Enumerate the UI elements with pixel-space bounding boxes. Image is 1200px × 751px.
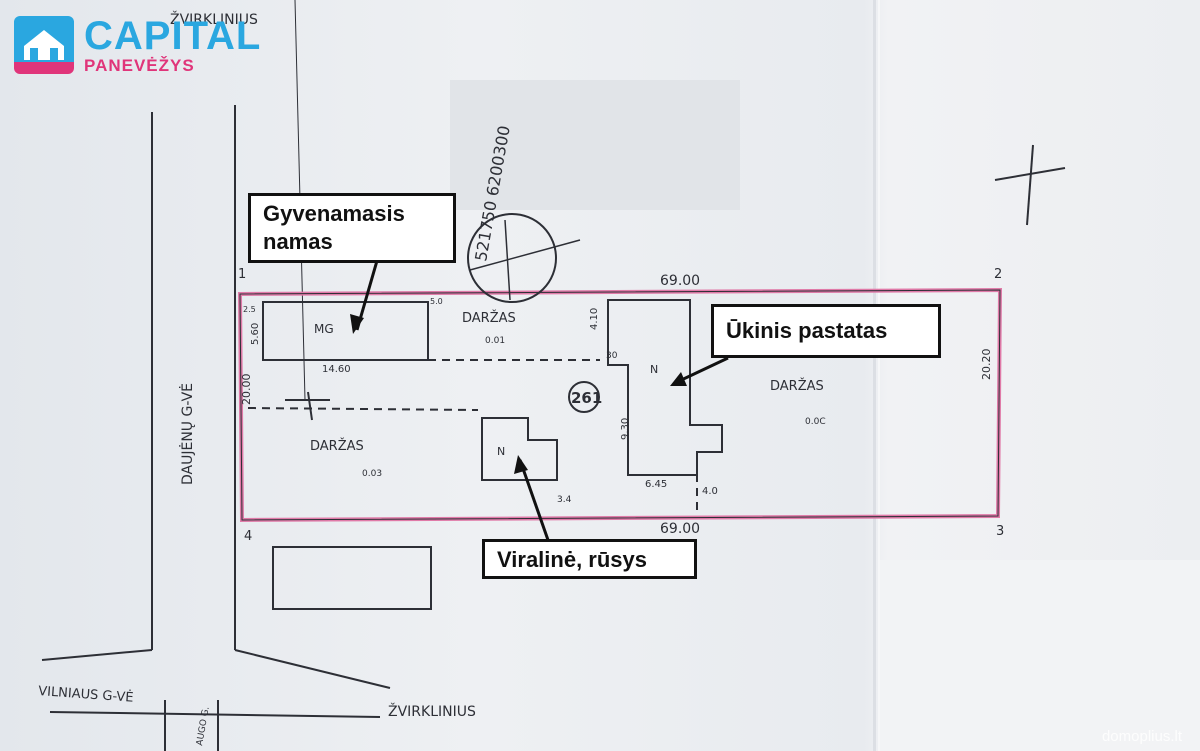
garden-dividers <box>247 359 698 512</box>
dim-house-length: 14.60 <box>322 364 351 375</box>
callout-house: Gyvenamasis namas <box>248 193 456 263</box>
street-label-bottom: ŽVIRKLINIUS <box>388 702 476 720</box>
arrowhead-house <box>350 314 364 334</box>
cellar-outline <box>481 417 558 481</box>
dim-misc: 30 <box>606 351 618 361</box>
shed-outline <box>607 299 723 476</box>
callout-shed: Ūkinis pastatas <box>711 304 941 358</box>
dim-house-width: 5.60 <box>250 323 261 345</box>
house-label: MG <box>314 322 334 336</box>
street-label-top: ŽVIRKLINIUS <box>170 10 258 28</box>
street-label-vilniaus: VILNIAUS G-VĖ <box>38 683 134 706</box>
capital-logo: CAPITAL PANEVĖŽYS <box>14 14 284 78</box>
paper-smudge <box>880 560 1200 751</box>
divider-line <box>247 407 479 411</box>
dim-small-gap: 4.0 <box>702 486 718 497</box>
cellar-label: N <box>497 445 505 458</box>
dim-shed-width: 9.30 <box>620 418 631 440</box>
garden-top-label: DARŽAS <box>462 310 516 326</box>
north-sign-line <box>1026 144 1034 226</box>
street-label-small: AUGO G. <box>195 706 212 747</box>
dim-right-width: 20.20 <box>980 349 993 381</box>
logo-accent <box>14 62 74 74</box>
plot-number: 261 <box>571 389 602 407</box>
arrow-heads <box>350 314 687 474</box>
logo-subtitle: PANEVĖŽYS <box>84 56 195 75</box>
dim-left-width: 20.00 <box>240 374 253 406</box>
dim-shed-gap: 4.10 <box>589 308 600 330</box>
garden-left-label: DARŽAS <box>310 438 364 454</box>
dim-bottom-length: 69.00 <box>660 521 700 537</box>
corner-label-3: 3 <box>996 524 1004 539</box>
paper-fold <box>878 0 880 751</box>
coordinate-stamp-circle <box>467 213 557 303</box>
survey-mark <box>307 391 313 421</box>
street-line <box>49 711 381 718</box>
logo-title: CAPITAL <box>84 14 262 58</box>
dim-misc: 2.5 <box>243 305 256 314</box>
stamp-line <box>469 239 581 271</box>
dim-misc: 3.4 <box>557 495 572 505</box>
house-outline <box>262 301 429 361</box>
dim-misc: 5.0 <box>430 297 443 306</box>
arrowhead-shed <box>670 372 687 386</box>
arrow-cellar <box>518 459 550 541</box>
paper-fold <box>873 0 876 751</box>
street-line <box>234 649 391 689</box>
neighbor-building-outline <box>272 546 432 610</box>
plot-number-circle <box>568 381 600 413</box>
shed-label: N <box>650 363 658 376</box>
street-lines <box>41 0 391 751</box>
arrowhead-cellar <box>514 455 528 474</box>
callout-house-line1: Gyvenamasis <box>263 201 405 226</box>
corner-label-4: 4 <box>244 529 252 544</box>
street-label-left: DAUJĖNŲ G-VĖ <box>178 383 196 485</box>
garden-right-label: DARŽAS <box>770 378 824 394</box>
garden-right-area: 0.0C <box>805 417 826 427</box>
corner-label-1: 1 <box>238 267 246 282</box>
garden-left-area: 0.03 <box>362 469 382 479</box>
plot-boundary-ink <box>239 289 1001 521</box>
logo-house-icon <box>14 16 74 68</box>
callout-cellar: Viralinė, rūsys <box>482 539 697 579</box>
stamp-line <box>504 219 511 301</box>
paper-smudge <box>450 80 740 210</box>
dim-top-length: 69.00 <box>660 273 700 289</box>
callout-house-line2: namas <box>263 229 333 254</box>
dim-shed-depth: 6.45 <box>645 479 667 490</box>
corner-label-2: 2 <box>994 267 1002 282</box>
watermark: domoplius.lt <box>1101 728 1182 745</box>
garden-top-area: 0.01 <box>485 336 505 346</box>
street-line <box>41 649 153 661</box>
stamp-text: 521750 6200300 <box>471 124 514 263</box>
